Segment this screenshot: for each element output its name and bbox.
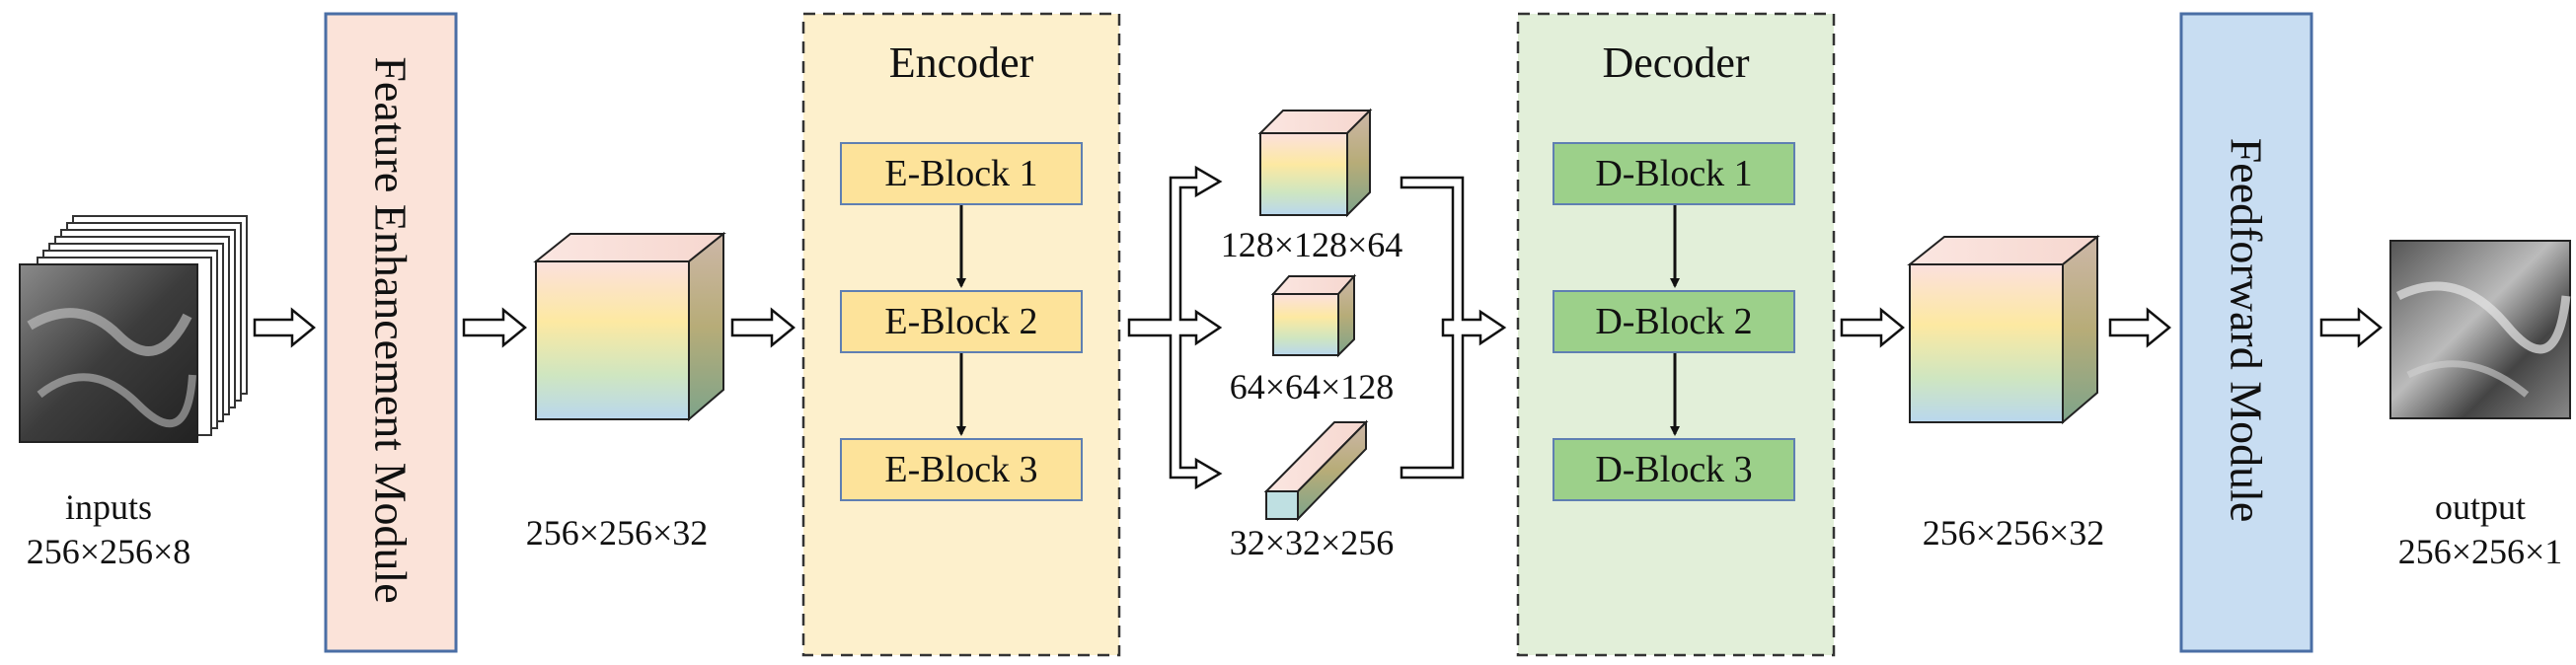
encoder-block-3: E-Block 3 [840,438,1083,501]
decoder-block-2: D-Block 2 [1553,290,1795,353]
decoder-title: Decoder [1602,38,1750,87]
feedforward-label: Feedforward Module [2221,137,2272,523]
encoder-title: Encoder [888,38,1034,87]
output-dims: 256×256×1 [2397,532,2563,571]
input-image-stack [19,215,248,443]
flow-arrow-5 [2108,307,2171,348]
merge-bracket [1400,176,1507,480]
scale-cube-64 [1270,273,1357,358]
inputs-dims: 256×256×8 [26,532,191,571]
flow-arrow-4 [1840,307,1905,348]
flow-arrow-2 [462,307,527,348]
scale-cube-128 [1257,108,1373,218]
feature-dims-128: 128×128×64 [1220,225,1403,264]
feature-cube-2 [1907,234,2100,425]
flow-arrow-1 [253,307,316,348]
output-image [2389,240,2571,419]
output-caption: output [2434,487,2526,527]
flow-arrow-6 [2319,307,2383,348]
inputs-label: inputs 256×256×8 [20,485,197,574]
output-label: output 256×256×1 [2387,485,2574,574]
feature-cube-1 [533,231,726,422]
encoder-block-1: E-Block 1 [840,142,1083,205]
feature-dims-64: 64×64×128 [1229,367,1395,406]
flow-arrow-3 [730,307,796,348]
feature-module-label: Feature Enhancement Module [365,56,417,604]
encoder-block-2: E-Block 2 [840,290,1083,353]
decoder-block-3: D-Block 3 [1553,438,1795,501]
skip-branch-bracket [1127,165,1223,490]
cube2-dims: 256×256×32 [1922,513,2105,553]
feature-enhancement-module [324,12,458,653]
cube1-dims: 256×256×32 [525,513,709,553]
feedforward-module [2179,12,2313,653]
scale-cube-32 [1263,419,1369,522]
decoder-block-1: D-Block 1 [1553,142,1795,205]
inputs-caption: inputs [64,487,152,527]
feature-dims-32: 32×32×256 [1229,523,1395,562]
